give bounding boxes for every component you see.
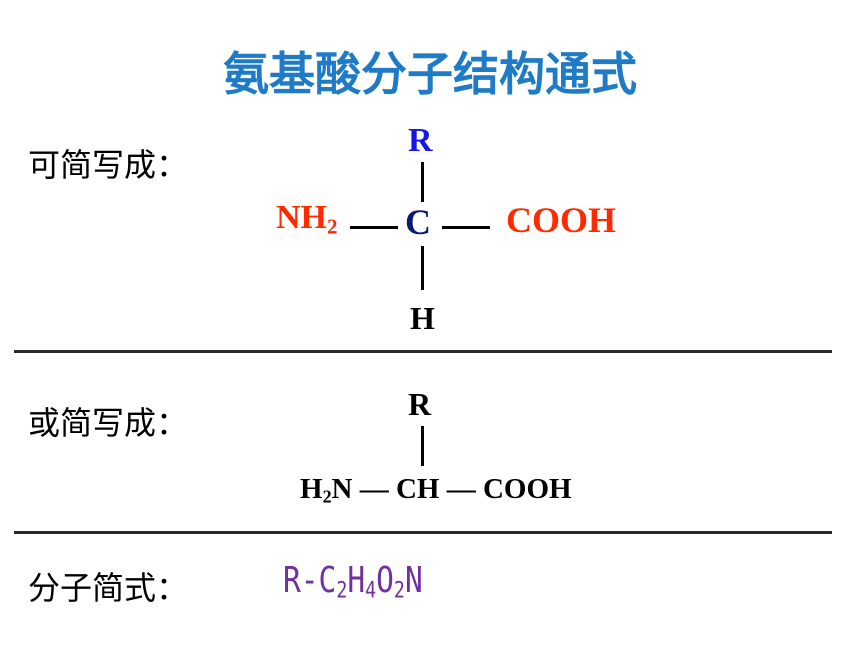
amino-group-label: NH2 — [276, 199, 338, 239]
bond-vertical-top — [421, 162, 424, 202]
bond-left — [350, 226, 398, 229]
section3-label: 分子简式： — [28, 569, 189, 607]
r-group-label-2: R — [408, 386, 432, 422]
divider-top — [14, 350, 832, 353]
bond-right — [442, 226, 490, 229]
amino-acid-chain: H2N — CH — COOH — [300, 473, 572, 507]
section1-label: 可简写成： — [28, 146, 189, 184]
molecular-formula: R-C2H4O2N — [283, 560, 423, 604]
bond-vertical-2 — [421, 426, 424, 466]
carboxyl-group-label: COOH — [506, 200, 617, 240]
bond-vertical-bottom — [421, 246, 424, 290]
divider-bottom — [14, 531, 832, 534]
hydrogen-label: H — [410, 300, 435, 336]
r-group-label: R — [408, 122, 433, 159]
alpha-carbon-label: C — [405, 202, 431, 242]
section2-label: 或简写成： — [28, 404, 189, 442]
page-title: 氨基酸分子结构通式 — [223, 47, 637, 101]
